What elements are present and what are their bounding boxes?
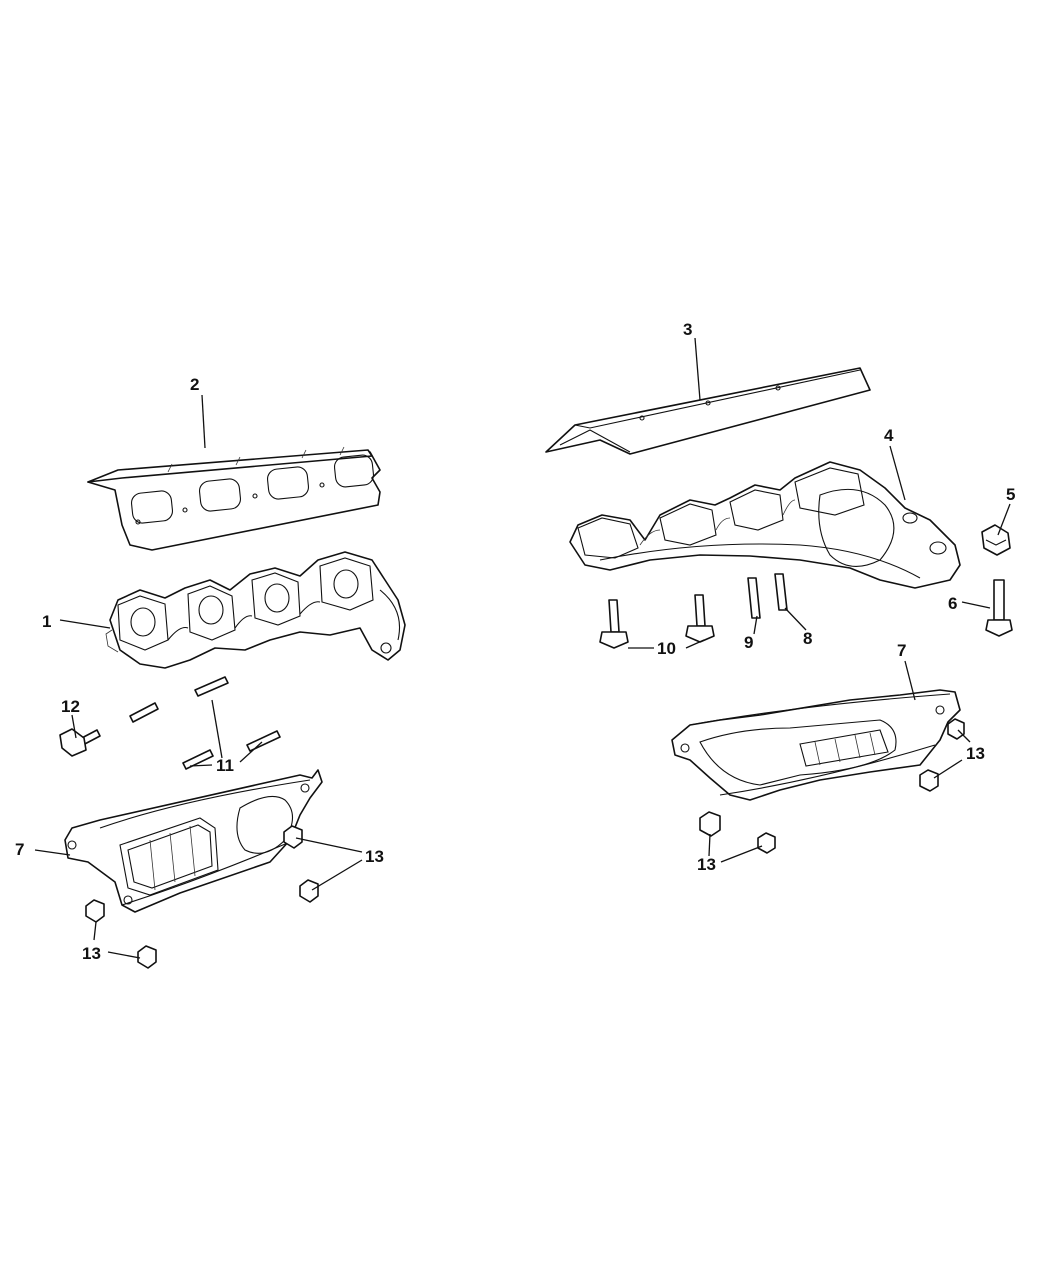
right-manifold-bolts [599, 594, 715, 649]
leader-lines [34, 337, 1011, 959]
callout-3: 3 [683, 320, 692, 339]
right-manifold-bolt [985, 579, 1013, 637]
callout-11: 11 [216, 756, 234, 775]
right-manifold-stud-8 [774, 573, 788, 611]
right-upper-heat-shield [545, 367, 871, 455]
callout-13-right-lower: 13 [697, 855, 716, 874]
callout-7-left: 7 [15, 840, 24, 859]
left-exhaust-manifold [105, 551, 406, 669]
callout-2: 2 [190, 375, 199, 394]
left-manifold-studs [129, 676, 281, 770]
right-heat-shield-nuts [699, 718, 965, 854]
left-manifold-gasket [87, 446, 381, 551]
callout-7-right: 7 [897, 641, 906, 660]
callout-1: 1 [42, 612, 51, 631]
callout-6: 6 [948, 594, 957, 613]
right-heat-shield [671, 689, 961, 801]
callout-9: 9 [744, 633, 753, 652]
callout-4: 4 [884, 426, 894, 445]
callout-labels: 2 1 12 11 7 13 13 3 4 5 6 10 9 8 7 13 13 [15, 320, 1015, 963]
callout-10: 10 [657, 639, 676, 658]
right-manifold-clip [981, 524, 1011, 556]
right-exhaust-manifold [569, 461, 961, 589]
left-manifold-bolt [59, 728, 101, 757]
left-heat-shield-nuts [85, 825, 319, 969]
callout-13-left-upper: 13 [365, 847, 384, 866]
callout-13-left-lower: 13 [82, 944, 101, 963]
callout-12: 12 [61, 697, 80, 716]
callout-13-right-upper: 13 [966, 744, 985, 763]
callout-5: 5 [1006, 485, 1015, 504]
right-manifold-stud-9 [747, 577, 761, 619]
callout-8: 8 [803, 629, 812, 648]
